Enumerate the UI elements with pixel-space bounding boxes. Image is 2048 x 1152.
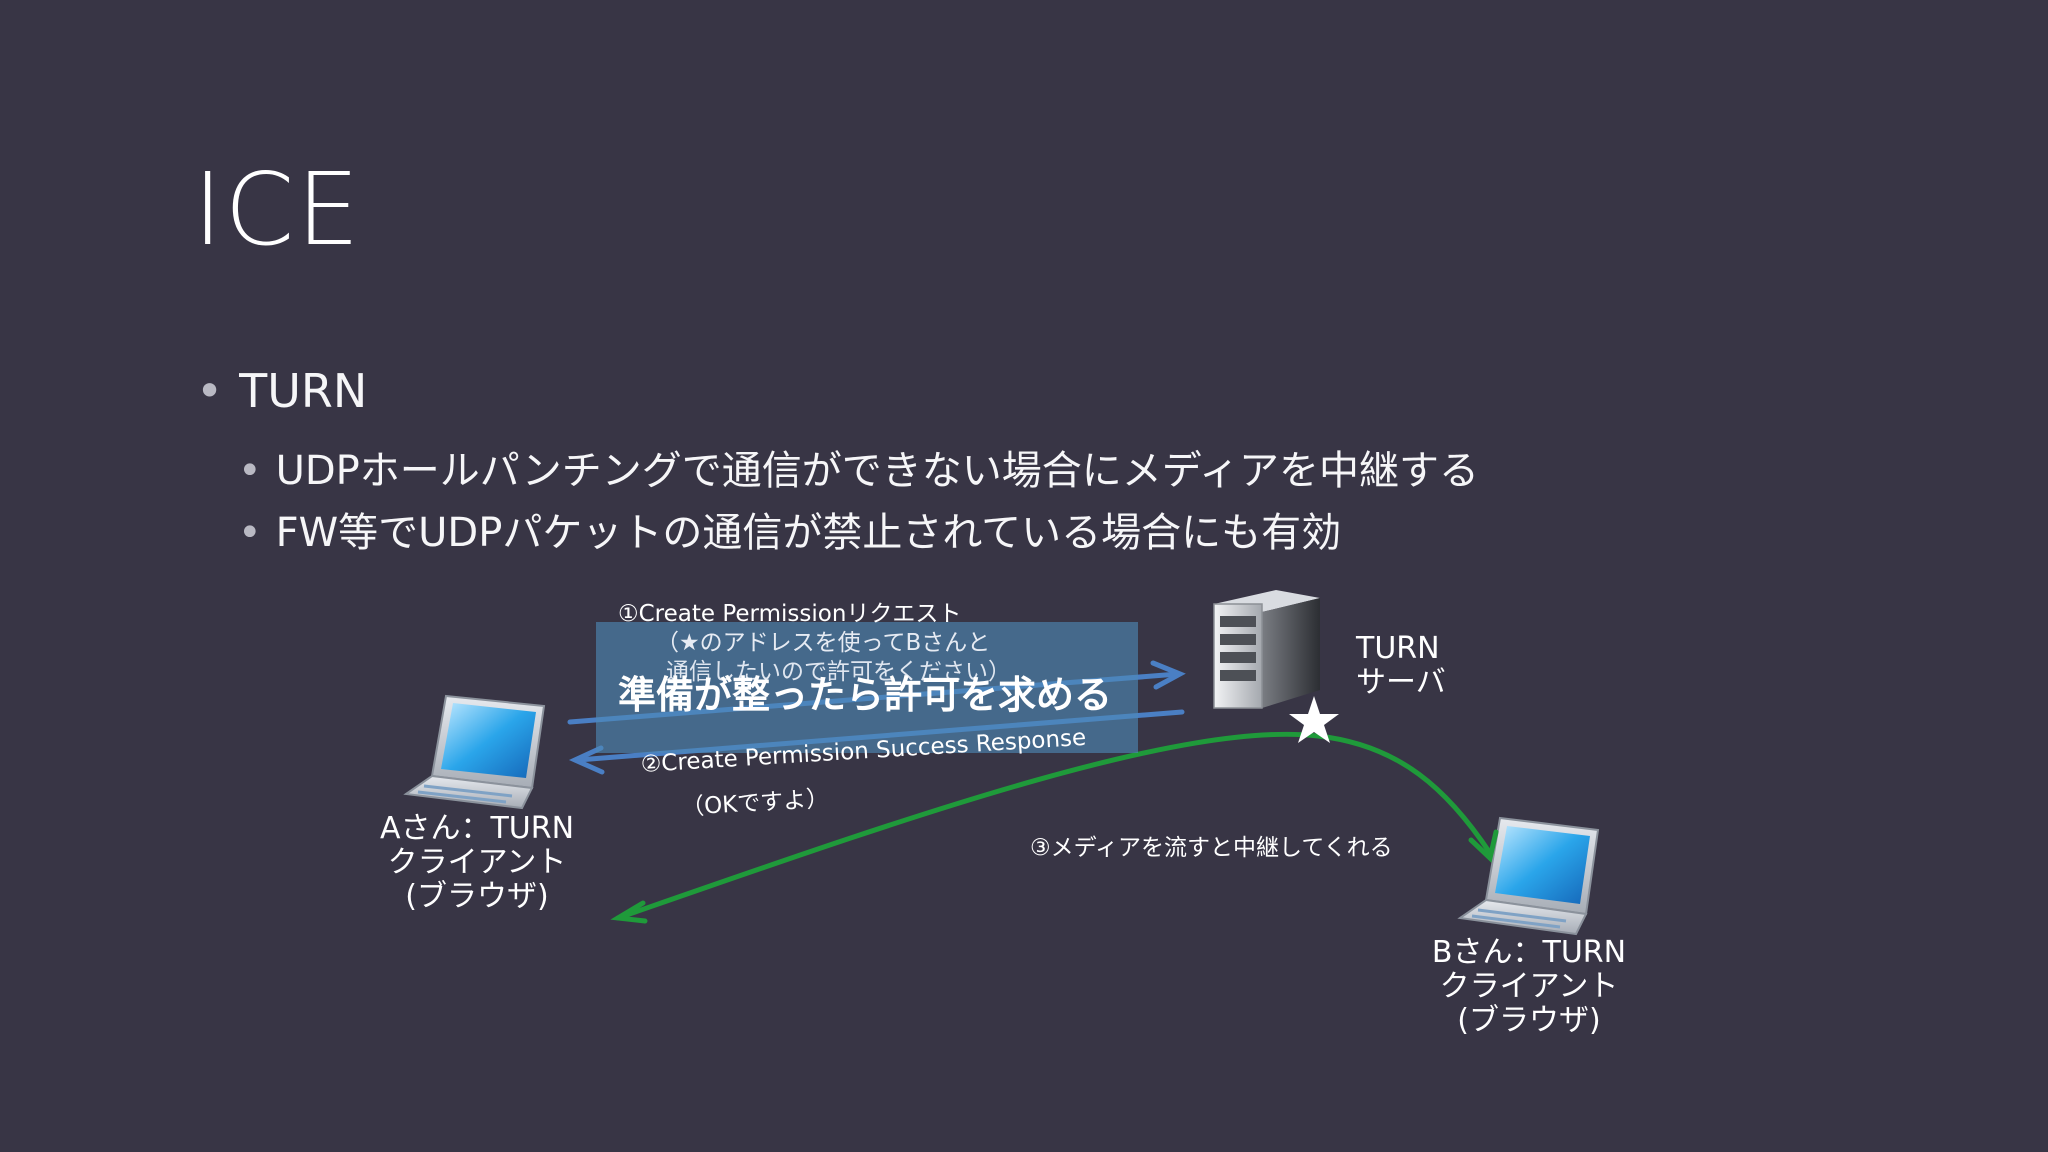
subbullet-1-text: UDPホールパンチングで通信ができない場合にメディアを中継する — [275, 448, 1479, 494]
bullet-dot: • — [196, 364, 224, 418]
client-a-line-1: Aさん：TURN — [379, 811, 575, 846]
step1-detail-2: 通信したいので許可をください） — [666, 659, 1011, 685]
client-a-line-2: クライアント — [387, 845, 567, 880]
step3-label: ③メディアを流すと中継してくれる — [1030, 835, 1393, 861]
laptop-b-icon — [1457, 816, 1600, 936]
subbullet-2: • FW等でUDPパケットの通信が禁止されている場合にも有効 — [238, 500, 1341, 558]
subbullet-1: • UDPホールパンチングで通信ができない場合にメディアを中継する — [238, 438, 1479, 496]
client-b-line-2: クライアント — [1439, 969, 1619, 1004]
server-label: TURN サーバ — [1356, 632, 1446, 700]
media-relay-arrow — [610, 731, 1499, 924]
relay-address-star-icon — [1289, 696, 1339, 743]
server-icon — [1213, 590, 1320, 709]
client-b-line-3: (ブラウザ) — [1457, 1003, 1601, 1038]
bullet-dot: • — [238, 448, 262, 494]
server-label-line-1: TURN — [1356, 631, 1440, 666]
subbullet-2-text: FW等でUDPパケットの通信が禁止されている場合にも有効 — [275, 510, 1342, 556]
slide-title: ICE — [193, 151, 362, 268]
bullet-text: TURN — [239, 364, 368, 418]
caption-box — [596, 622, 1138, 753]
step1-label: ①Create Permissionリクエスト — [618, 601, 962, 627]
bullet-turn: • TURN — [196, 364, 367, 418]
client-a-label: Aさん：TURN クライアント (ブラウザ) — [372, 812, 582, 914]
client-b-label: Bさん：TURN クライアント (ブラウザ) — [1424, 936, 1634, 1038]
client-b-line-1: Bさん：TURN — [1431, 935, 1627, 970]
bullet-dot: • — [238, 510, 262, 556]
caption-text: 準備が整ったら許可を求める — [618, 673, 1113, 717]
server-label-line-2: サーバ — [1356, 665, 1446, 700]
client-a-line-3: (ブラウザ) — [405, 879, 549, 914]
step1-detail-1: （★のアドレスを使ってBさんと — [656, 630, 991, 656]
laptop-a-icon — [403, 694, 546, 810]
